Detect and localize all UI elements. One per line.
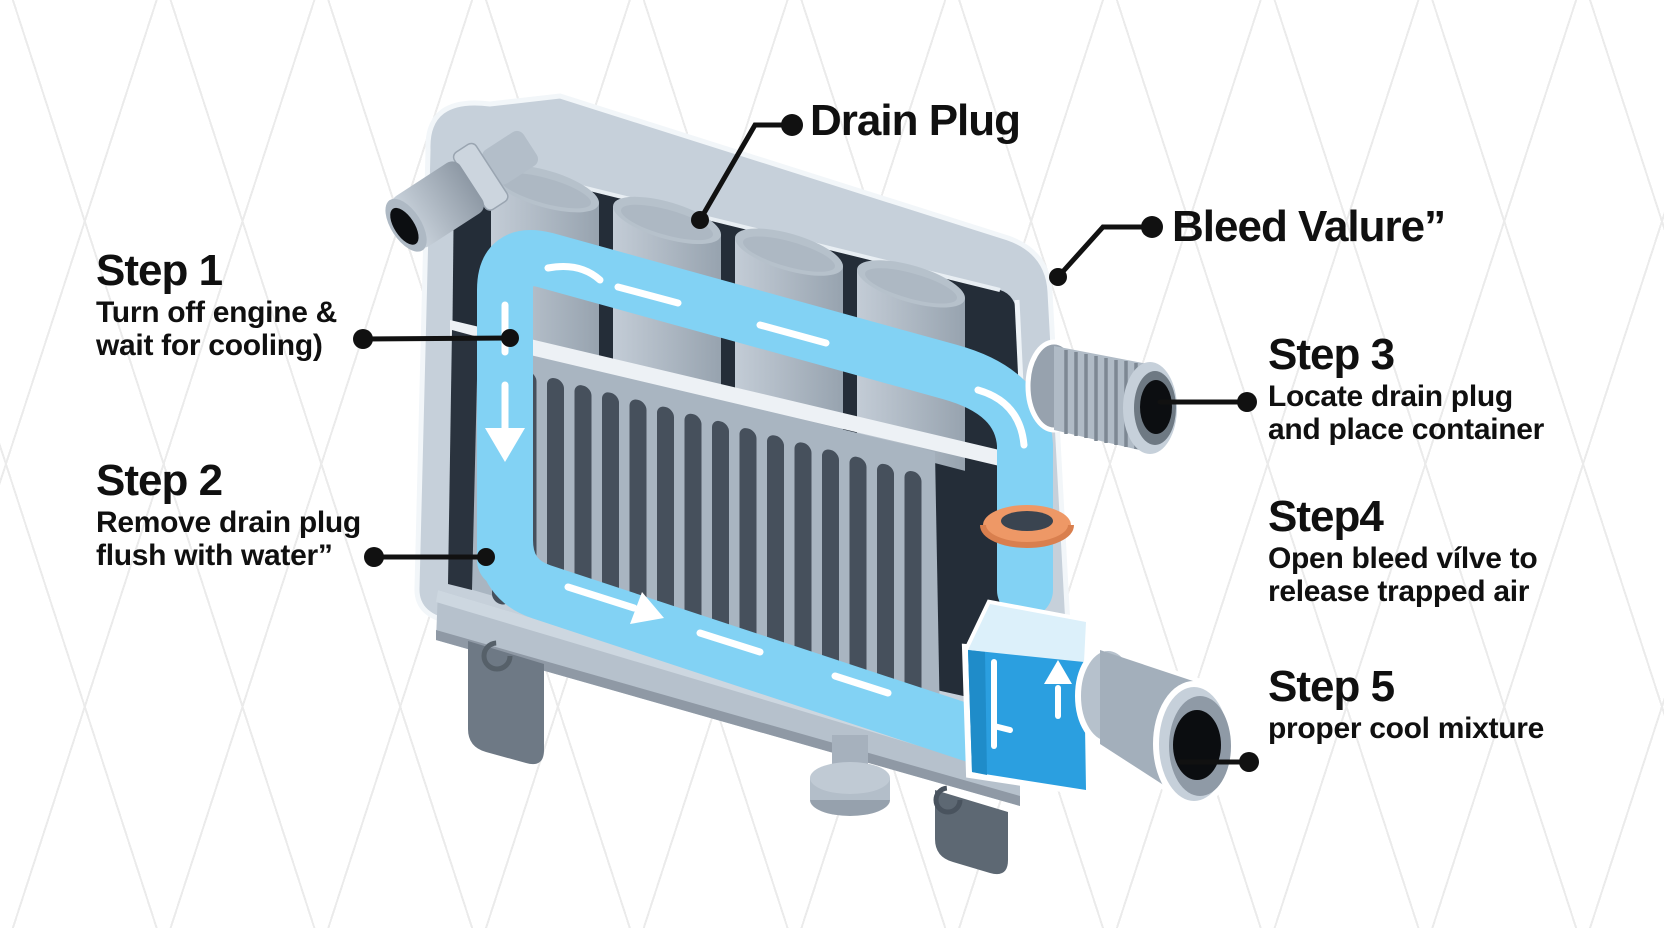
step5-block: Step 5 proper cool mixture xyxy=(1268,662,1544,745)
bleed-valve-label: Bleed Valure” xyxy=(1172,202,1446,251)
step2-heading: Step 2 xyxy=(96,456,223,505)
coolant-tank xyxy=(961,599,1093,797)
step1-line1: Turn off engine & xyxy=(96,296,337,329)
radiator-leg-right xyxy=(935,790,1008,875)
step2-line2: flush with water” xyxy=(96,539,333,572)
tank-up-arrow xyxy=(1044,660,1072,684)
step4-line1: Open bleed vílve to xyxy=(1268,542,1538,575)
leader-lines xyxy=(353,114,1259,772)
step3-heading: Step 3 xyxy=(1268,330,1395,379)
leader-bleed-valve xyxy=(1049,216,1163,286)
coolant-pipe xyxy=(477,230,1053,763)
drain-plug-label: Drain Plug xyxy=(810,96,1021,145)
step2-block: Step 2 Remove drain plug flush with wate… xyxy=(96,456,361,572)
radiator-leg-left xyxy=(468,641,544,765)
leader-step2 xyxy=(364,547,495,567)
step4-block: Step4 Open bleed vílve to release trappe… xyxy=(1268,492,1538,608)
step1-heading: Step 1 xyxy=(96,246,223,295)
bleed-valve xyxy=(1025,339,1177,454)
inlet-pipe xyxy=(385,130,539,252)
step4-heading: Step4 xyxy=(1268,492,1384,541)
tank-level-marks xyxy=(991,659,1061,749)
flow-arrow-right xyxy=(630,592,664,624)
step5-heading: Step 5 xyxy=(1268,662,1395,711)
leader-step3 xyxy=(1157,392,1257,412)
step1-block: Step 1 Turn off engine & wait for coolin… xyxy=(96,246,337,362)
clamp-ring xyxy=(980,505,1074,548)
leader-drain-plug xyxy=(691,114,803,229)
drain-outlet-port xyxy=(1075,643,1235,815)
step2-line1: Remove drain plug xyxy=(96,506,361,539)
step3-line2: and place container xyxy=(1268,413,1545,446)
radiator-foot-center xyxy=(810,735,890,816)
leader-step1 xyxy=(353,329,519,349)
step3-block: Step 3 Locate drain plug and place conta… xyxy=(1268,330,1544,446)
flow-arrow-down xyxy=(485,428,525,462)
step4-line2: release trapped air xyxy=(1268,575,1530,608)
step3-line1: Locate drain plug xyxy=(1268,380,1513,413)
step5-line1: proper cool mixture xyxy=(1268,712,1545,745)
leader-step5 xyxy=(1177,752,1259,772)
step1-line2: wait for cooling) xyxy=(96,329,323,362)
